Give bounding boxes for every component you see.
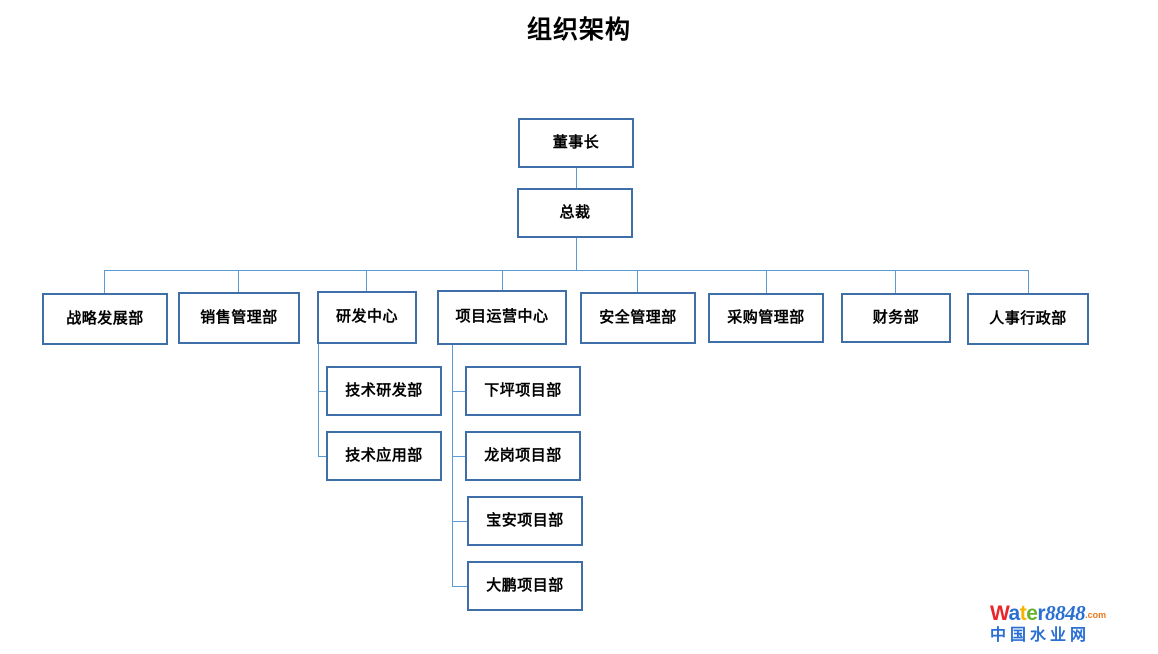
node-chairman[interactable]: 董事长 — [518, 118, 634, 168]
watermark-letter-w: W — [990, 602, 1009, 625]
node-technology-rd-dept[interactable]: 技术研发部 — [326, 366, 442, 416]
node-label: 人事行政部 — [989, 310, 1067, 327]
connector-drop-dept6 — [766, 270, 767, 293]
watermark-chinese: 中国水业网 — [990, 627, 1091, 644]
connector-president-stem — [576, 238, 577, 270]
node-strategy-development-dept[interactable]: 战略发展部 — [42, 293, 168, 345]
node-label: 战略发展部 — [66, 310, 144, 327]
connector-spine-projects — [452, 345, 453, 587]
connector-stub-pj3 — [452, 521, 467, 522]
watermark-logo: Water8848.com 中国水业网 — [990, 602, 1150, 650]
watermark-number: 8848 — [1045, 601, 1086, 625]
watermark-letter-a: a — [1008, 602, 1021, 625]
node-sales-management-dept[interactable]: 销售管理部 — [178, 292, 300, 344]
connector-department-bus — [104, 270, 1028, 271]
node-label: 安全管理部 — [599, 309, 677, 326]
connector-drop-dept8 — [1028, 270, 1029, 293]
node-technology-application-dept[interactable]: 技术应用部 — [326, 431, 442, 481]
node-label: 大鹏项目部 — [486, 577, 564, 594]
node-project-operations-center[interactable]: 项目运营中心 — [437, 290, 567, 345]
connector-stub-pj4 — [452, 586, 467, 587]
connector-stub-pj1 — [452, 391, 465, 392]
node-label: 宝安项目部 — [486, 512, 564, 529]
node-dapeng-project-dept[interactable]: 大鹏项目部 — [467, 561, 583, 611]
node-label: 下坪项目部 — [484, 382, 562, 399]
node-procurement-management-dept[interactable]: 采购管理部 — [708, 293, 824, 343]
connector-stub-rd1 — [318, 391, 326, 392]
node-hr-admin-dept[interactable]: 人事行政部 — [967, 293, 1089, 345]
watermark-brand: Water8848.com — [990, 602, 1150, 626]
node-label: 技术应用部 — [345, 447, 423, 464]
node-finance-dept[interactable]: 财务部 — [841, 293, 951, 343]
node-baoan-project-dept[interactable]: 宝安项目部 — [467, 496, 583, 546]
node-label: 龙岗项目部 — [484, 447, 562, 464]
connector-stub-pj2 — [452, 456, 465, 457]
watermark-letter-r: r — [1037, 602, 1046, 625]
connector-drop-dept5 — [637, 270, 638, 292]
node-longgang-project-dept[interactable]: 龙岗项目部 — [465, 431, 581, 481]
node-label: 销售管理部 — [200, 309, 278, 326]
connector-drop-dept2 — [238, 270, 239, 292]
node-label: 技术研发部 — [345, 382, 423, 399]
node-label: 财务部 — [872, 309, 920, 326]
node-president[interactable]: 总裁 — [517, 188, 633, 238]
watermark-letter-t: t — [1019, 602, 1027, 625]
connector-stub-rd2 — [318, 456, 326, 457]
watermark-tld: .com — [1085, 610, 1107, 620]
node-xiaping-project-dept[interactable]: 下坪项目部 — [465, 366, 581, 416]
node-label: 研发中心 — [335, 309, 398, 326]
connector-drop-dept7 — [895, 270, 896, 293]
node-label: 项目运营中心 — [455, 309, 549, 326]
connector-drop-dept3 — [366, 270, 367, 291]
connector-spine-rd — [318, 344, 319, 457]
page-title: 组织架构 — [526, 17, 631, 44]
watermark-letter-e: e — [1026, 602, 1038, 625]
connector-drop-dept1 — [104, 270, 105, 293]
node-label: 总裁 — [559, 204, 591, 221]
node-label: 采购管理部 — [727, 309, 805, 326]
connector-drop-dept4 — [502, 270, 503, 290]
node-label: 董事长 — [552, 134, 600, 151]
node-safety-management-dept[interactable]: 安全管理部 — [580, 292, 696, 344]
connector-chairman-president — [576, 168, 577, 188]
node-rd-center[interactable]: 研发中心 — [317, 291, 417, 344]
